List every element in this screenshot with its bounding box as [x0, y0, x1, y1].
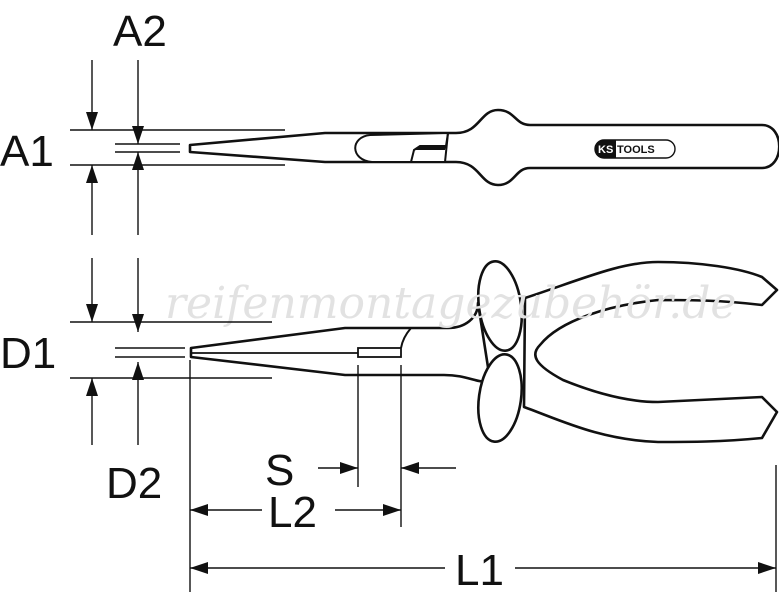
label-a2: A2	[113, 7, 167, 56]
label-s: S	[265, 446, 294, 495]
pliers-side-view	[189, 260, 779, 444]
svg-text:TOOLS: TOOLS	[617, 144, 655, 156]
svg-text:KS: KS	[598, 144, 613, 156]
pliers-top-view: KS TOOLS	[188, 108, 779, 187]
label-d1: D1	[0, 329, 56, 378]
label-d2: D2	[106, 459, 162, 508]
dimension-lines	[70, 60, 777, 592]
label-a1: A1	[0, 127, 54, 176]
label-l2: L2	[268, 488, 317, 537]
ks-tools-logo: KS TOOLS	[594, 139, 676, 159]
label-l1: L1	[455, 546, 504, 595]
